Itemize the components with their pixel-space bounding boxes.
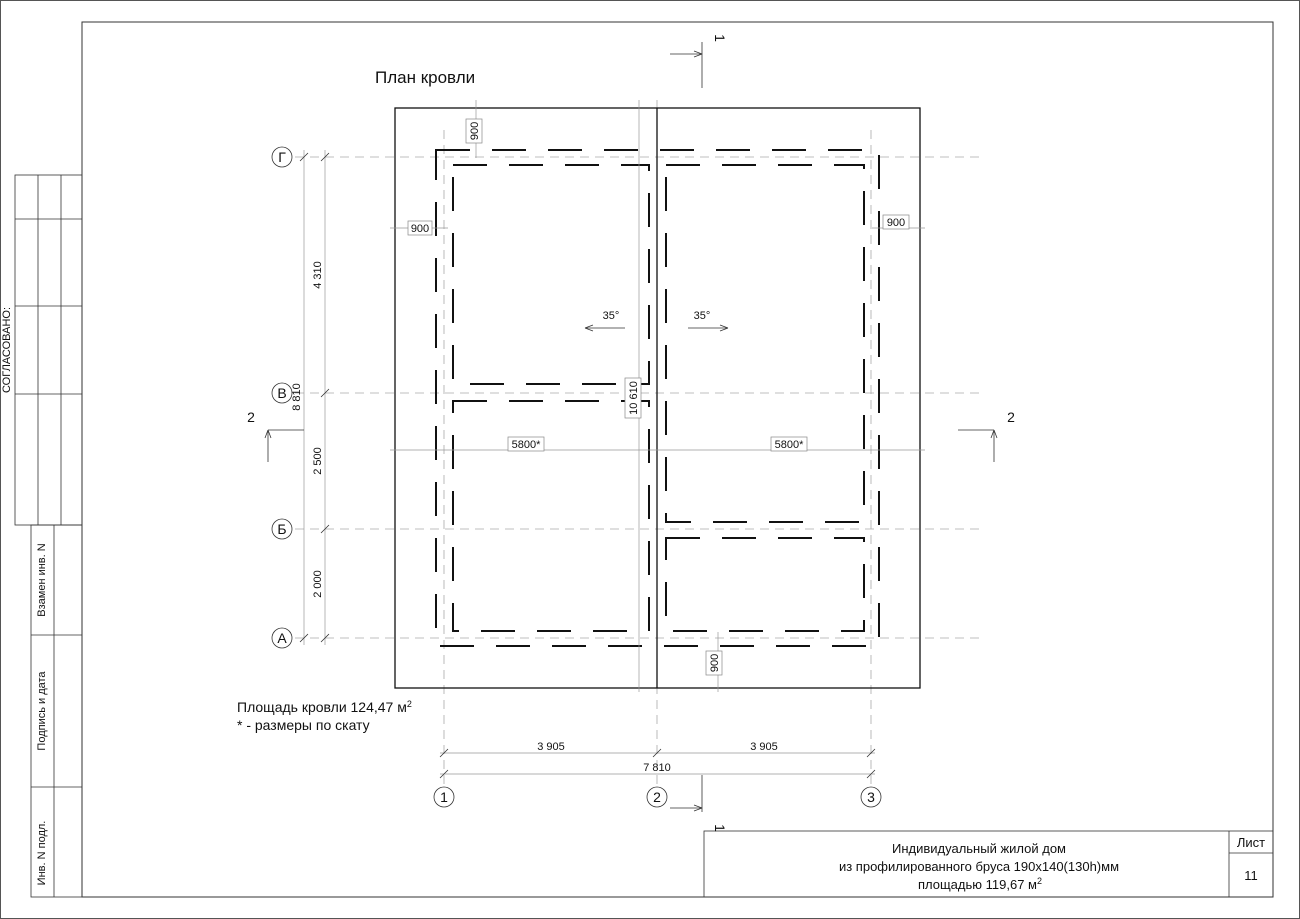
dim-row-g-v: 4 310 [312, 261, 324, 289]
axis-bubble-g: Г [271, 146, 293, 168]
dim-row-v-b: 2 500 [312, 447, 324, 475]
slope-note: * - размеры по скату [237, 717, 370, 733]
svg-text:5800*: 5800* [775, 439, 804, 451]
slope-arrow-right: 35° [688, 310, 729, 332]
section-mark-2-right: 2 [958, 409, 1015, 462]
col-dimension-chain: 3 905 3 905 7 810 [439, 741, 876, 779]
svg-text:900: 900 [887, 217, 905, 229]
sign-columns: Взамен инв. N Подпись и дата Инв. N подл… [30, 524, 83, 898]
roof-area-note: Площадь кровли 124,47 м2 [237, 699, 412, 715]
section-mark-1-bottom: 1 [670, 775, 728, 832]
axis-bubble-1: 1 [433, 786, 455, 808]
section-mark-2-left: 2 [247, 409, 304, 462]
title-line-3: площадью 119,67 м2 [918, 876, 1042, 892]
svg-text:1: 1 [712, 824, 728, 832]
overhang-left-dim: 900 [407, 220, 433, 236]
slope-arrow-left: 35° [584, 310, 625, 332]
approval-block: СОГЛАСОВАНО: [1, 174, 83, 526]
dim-cols-total: 7 810 [643, 762, 671, 774]
svg-text:35°: 35° [694, 310, 711, 322]
overhang-top-dim: 900 [465, 118, 483, 144]
sheet-label: Лист [1237, 835, 1265, 850]
axis-bubble-b: Б [271, 518, 293, 540]
svg-text:10 610: 10 610 [628, 381, 640, 415]
svg-text:2: 2 [1007, 409, 1015, 425]
drawing-title: План кровли [375, 68, 475, 87]
overhang-bottom-dim: 900 [705, 650, 723, 676]
axis-bubble-2: 2 [646, 786, 668, 808]
svg-text:900: 900 [411, 223, 429, 235]
sheet-number: 11 [1244, 868, 1258, 883]
axis-bubble-v: В [271, 382, 293, 404]
slope-right-dim: 5800* [770, 436, 808, 452]
svg-text:А: А [277, 630, 287, 646]
svg-text:35°: 35° [603, 310, 620, 322]
dim-row-b-a: 2 000 [312, 570, 324, 598]
svg-text:1: 1 [712, 34, 728, 42]
dim-rows-total: 8 810 [291, 383, 303, 411]
svg-text:2: 2 [247, 409, 255, 425]
replace-inv-label: Взамен инв. N [36, 543, 48, 616]
svg-text:5800*: 5800* [512, 439, 541, 451]
row-dimension-chain: 4 310 2 500 2 000 8 810 [291, 150, 330, 645]
svg-text:900: 900 [709, 654, 721, 672]
dim-col-2-3: 3 905 [750, 741, 778, 753]
inv-orig-label: Инв. N подл. [36, 821, 48, 886]
svg-text:2: 2 [653, 789, 661, 805]
slope-left-dim: 5800* [507, 436, 545, 452]
axis-bubble-3: 3 [860, 786, 882, 808]
overhang-right-dim: 900 [882, 214, 910, 230]
svg-text:3: 3 [867, 789, 875, 805]
axis-bubble-a: А [271, 627, 293, 649]
title-block: Индивидуальный жилой дом из профилирован… [703, 830, 1274, 898]
svg-text:1: 1 [440, 789, 448, 805]
title-line-1: Индивидуальный жилой дом [892, 841, 1066, 856]
title-line-2: из профилированного бруса 190x140(130h)м… [839, 859, 1119, 874]
walls-dashed [435, 149, 880, 647]
section-mark-1-top: 1 [670, 34, 728, 88]
dim-col-1-2: 3 905 [537, 741, 565, 753]
svg-text:900: 900 [469, 122, 481, 140]
roof-outline [394, 107, 921, 689]
roof-height-dim: 10 610 [624, 377, 642, 419]
svg-text:Г: Г [278, 149, 286, 165]
svg-text:В: В [277, 385, 286, 401]
sign-date-label: Подпись и дата [36, 671, 48, 751]
agreed-label: СОГЛАСОВАНО: [1, 307, 13, 393]
svg-text:Б: Б [277, 521, 286, 537]
